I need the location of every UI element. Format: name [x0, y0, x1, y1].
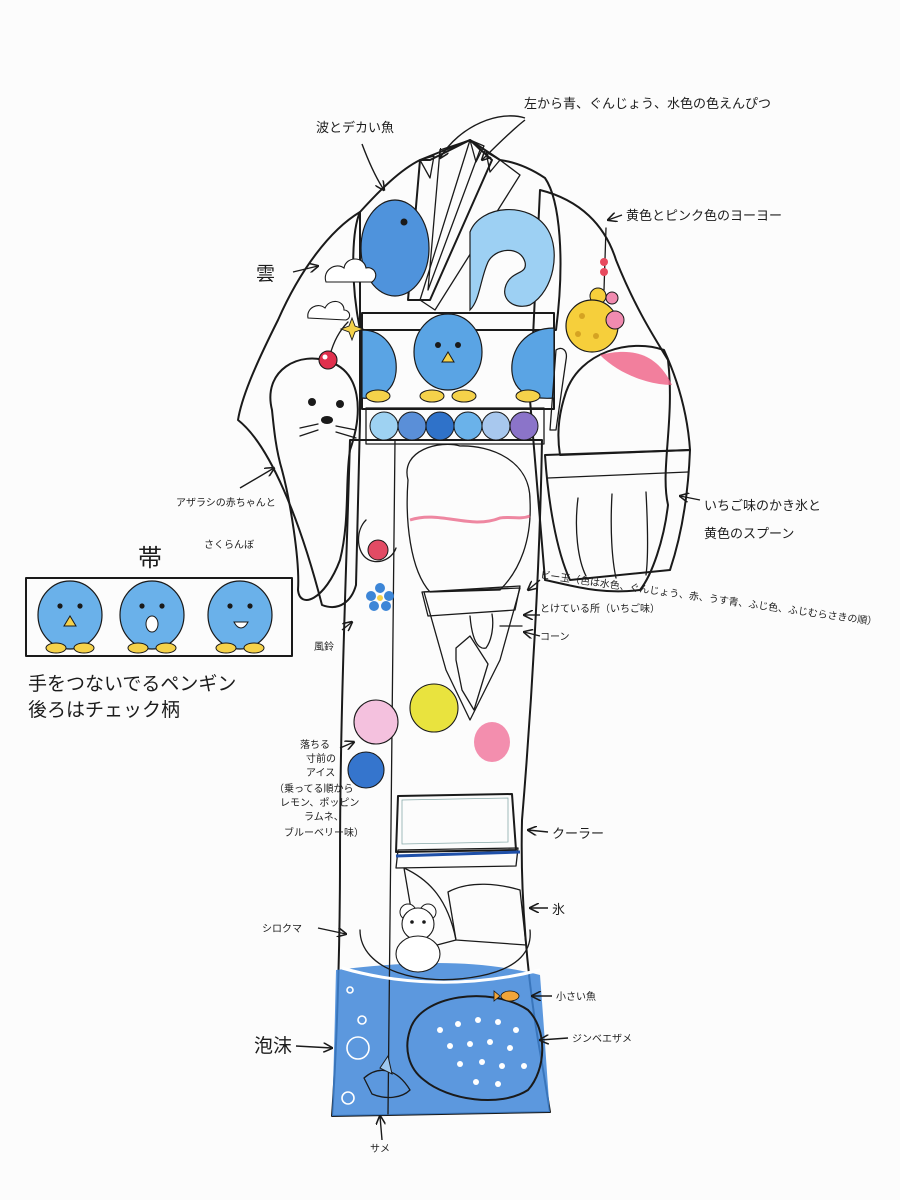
label-falling-6: ラムネ、: [304, 811, 344, 823]
label-falling-1: 落ちる: [300, 739, 330, 751]
wave: [469, 208, 555, 312]
obi-penguin-1: [37, 580, 103, 654]
annotation-arrows: [239, 115, 701, 1141]
obi: [361, 312, 555, 445]
soft-serve: [406, 443, 531, 762]
label-shark: サメ: [370, 1143, 390, 1155]
obi-penguin-3: [207, 580, 273, 654]
label-falling-3: アイス: [306, 768, 335, 779]
label-whale-shark: ジンベエザメ: [572, 1033, 632, 1045]
label-seal-1: アザラシの赤ちゃんと: [176, 497, 276, 509]
obi-panel: [25, 577, 293, 657]
marbles-cord: [369, 411, 539, 441]
label-collar-pencils: 左から青、ぐんじょう、水色の色えんぴつ: [524, 96, 771, 112]
whale-shark: [406, 995, 544, 1101]
polar-bear: [395, 903, 441, 973]
label-cone: コーン: [540, 632, 570, 643]
shark: [363, 1054, 411, 1099]
cloud: [307, 258, 377, 321]
obi-caption-1: 手をつないでるペンギン: [28, 673, 236, 695]
yoyo: [565, 227, 625, 353]
label-cooler: クーラー: [552, 827, 604, 842]
label-ice: 氷: [552, 903, 565, 918]
falling-scoops: [347, 683, 459, 789]
cherry: [318, 321, 349, 370]
obi-detail: 帯 手をつないでるペンギン 後ろはチェック柄: [25, 544, 293, 721]
small-fish: [493, 990, 520, 1002]
label-marbles: ビー玉（色は水色、ぐんじょう、赤、うす青、ふじ色、ふじむらさきの順）: [540, 568, 879, 628]
obi-penguin-center: [413, 313, 483, 403]
label-polar-bear: シロクマ: [262, 923, 302, 935]
wind-chime: [357, 519, 397, 611]
label-falling-7: ブルーベリー味）: [284, 826, 364, 839]
label-bubbles: 泡沫: [254, 1035, 292, 1057]
label-seal-2: さくらんぼ: [204, 539, 254, 551]
left-sleeve: [237, 211, 361, 608]
label-small-fish: 小さい魚: [556, 990, 596, 1003]
label-wave-fish: 波とデカい魚: [316, 120, 394, 136]
label-cloud: 雲: [256, 263, 275, 285]
label-falling-4: （乗ってる順から: [274, 783, 354, 795]
label-melting: とけている所（いちご味）: [540, 602, 660, 615]
right-sleeve: [529, 189, 671, 593]
obi-penguin-right: [511, 327, 555, 403]
obi-penguin-2: [119, 580, 185, 654]
obi-penguin-left: [361, 329, 397, 403]
kimono: [237, 139, 671, 1117]
label-shaved-ice-2: 黄色のスプーン: [704, 526, 794, 542]
seal: [269, 357, 359, 601]
obi-caption-2: 後ろはチェック柄: [28, 699, 180, 721]
label-falling-2: 寸前の: [306, 752, 336, 765]
ice-block: [403, 867, 527, 951]
upper-torso: [352, 139, 562, 331]
obi-title: 帯: [138, 544, 162, 572]
label-falling-5: レモン、ポッピン: [280, 797, 359, 809]
bubbles: [341, 986, 370, 1105]
cooler: [395, 793, 521, 869]
label-yoyo: 黄色とピンク色のヨーヨー: [626, 208, 782, 224]
label-shaved-ice-1: いちご味のかき氷と: [704, 498, 821, 514]
label-wind-chime: 風鈴: [314, 640, 334, 653]
shaved-ice: [544, 344, 691, 581]
big-fish: [360, 199, 430, 297]
flower-icon: [366, 583, 394, 611]
